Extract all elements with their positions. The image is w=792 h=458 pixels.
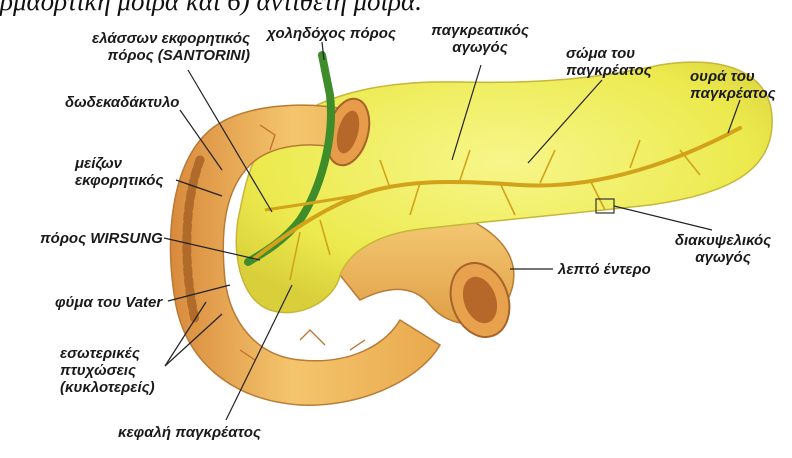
label-inner-folds: εσωτερικές πτυχώσεις (κυκλοτερείς) [60, 345, 155, 396]
label-intercalated-duct: διακυψελικός αγωγός [668, 232, 778, 266]
label-pancreatic-duct: παγκρεατικός αγωγός [420, 22, 540, 56]
label-duodenum: δωδεκαδάκτυλο [65, 94, 179, 111]
label-pancreas-head: κεφαλή παγκρέατος [118, 424, 261, 441]
label-small-intestine: λεπτό έντερο [558, 261, 651, 278]
label-minor-duct-santorini: ελάσσων εκφορητικός πόρος (SANTORINI) [60, 30, 250, 64]
label-vater-papilla: φύμα του Vater [55, 294, 162, 311]
label-major-duct: μείζων εκφορητικός [75, 155, 163, 189]
label-wirsung-duct: πόρος WIRSUNG [40, 230, 163, 247]
label-pancreas-tail: ουρά του παγκρέατος [690, 68, 776, 102]
label-bile-duct: χοληδόχος πόρος [267, 25, 396, 42]
label-pancreas-body: σώμα του παγκρέατος [566, 45, 652, 79]
